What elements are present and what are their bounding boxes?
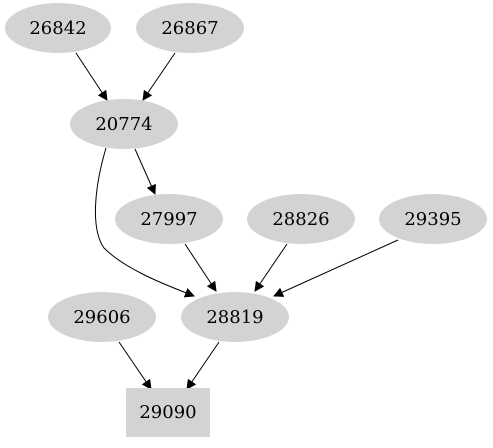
edge-26867-20774	[142, 52, 176, 101]
edge-20774-27997	[134, 148, 156, 195]
node-29606[interactable]: 29606	[48, 292, 156, 342]
edge-20774-28819	[94, 147, 195, 298]
node-28826[interactable]: 28826	[247, 194, 355, 244]
node-26867-shape	[136, 3, 244, 53]
node-28826-label: 28826	[272, 209, 329, 230]
node-layer: 26842 26867 20774 27997 28826 29395 2960…	[5, 3, 487, 437]
node-29606-shape	[48, 292, 156, 342]
node-26842[interactable]: 26842	[5, 3, 111, 53]
node-27997-shape	[115, 194, 223, 244]
edge-28826-28819	[254, 243, 288, 292]
node-27997[interactable]: 27997	[115, 194, 223, 244]
node-28819[interactable]: 28819	[181, 292, 289, 342]
node-29395[interactable]: 29395	[379, 194, 487, 244]
node-26842-shape	[5, 3, 111, 53]
node-26867-label: 26867	[161, 18, 218, 39]
edge-layer	[75, 52, 399, 390]
node-29395-label: 29395	[404, 209, 461, 230]
edge-27997-28819	[184, 243, 217, 292]
node-20774-label: 20774	[95, 114, 152, 135]
node-29090[interactable]: 29090	[126, 388, 210, 437]
edge-28819-29090	[186, 341, 220, 390]
node-28819-shape	[181, 292, 289, 342]
node-28819-label: 28819	[206, 307, 263, 328]
node-20774-shape	[70, 99, 178, 149]
node-26842-label: 26842	[29, 18, 86, 39]
node-20774[interactable]: 20774	[70, 99, 178, 149]
node-29090-shape	[126, 388, 210, 437]
node-26867[interactable]: 26867	[136, 3, 244, 53]
edge-29395-28819	[273, 239, 399, 297]
edge-26842-20774	[75, 52, 108, 101]
node-27997-label: 27997	[140, 209, 197, 230]
edge-29606-29090	[118, 341, 152, 390]
node-29395-shape	[379, 194, 487, 244]
node-29606-label: 29606	[73, 307, 130, 328]
node-28826-shape	[247, 194, 355, 244]
node-29090-label: 29090	[139, 402, 196, 423]
